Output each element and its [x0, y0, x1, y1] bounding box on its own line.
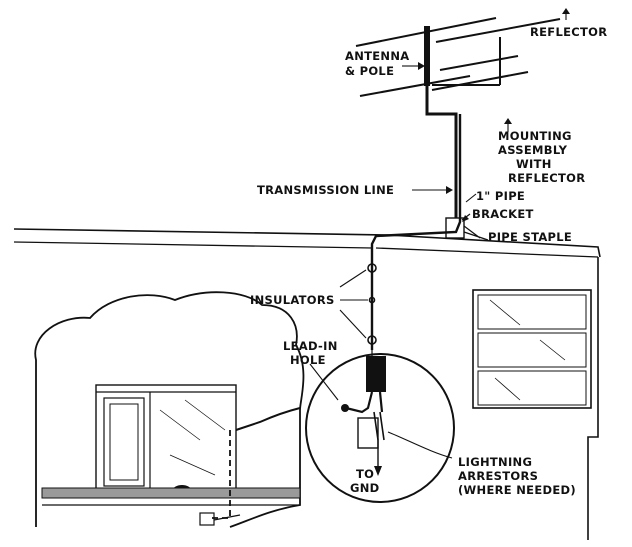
- label-reflector-2: REFLECTOR: [508, 171, 585, 185]
- label-mounting: MOUNTING: [498, 129, 572, 143]
- label-bracket: BRACKET: [472, 207, 534, 221]
- label-where-needed: (WHERE NEEDED): [458, 483, 576, 497]
- roof-line: [13, 228, 601, 258]
- label-transmission-line: TRANSMISSION LINE: [257, 183, 394, 197]
- label-with: WITH: [516, 157, 552, 171]
- window-glint: [489, 299, 566, 401]
- label-insulators: INSULATORS: [250, 293, 335, 307]
- label-lightning: LIGHTNING: [458, 455, 532, 469]
- label-pipe-staple: PIPE STAPLE: [488, 230, 572, 244]
- floor-gravel: [41, 487, 301, 499]
- label-hole: HOLE: [290, 353, 326, 367]
- ground-box: [199, 512, 215, 526]
- lead-cable-bundle: [366, 356, 386, 392]
- mast: [425, 86, 458, 218]
- cabinet-body: [95, 384, 237, 491]
- arrestor-box: [357, 417, 379, 449]
- house-right-wall: [587, 257, 599, 540]
- detail-circle: [305, 353, 455, 503]
- antenna-pole: [424, 26, 430, 86]
- window-pane-2: [477, 332, 587, 368]
- antenna-element-upper: [355, 17, 497, 47]
- antenna: [355, 17, 561, 350]
- window: [472, 289, 592, 409]
- window-pane-1: [477, 294, 587, 330]
- ground-run-indoor: [212, 430, 231, 519]
- label-antenna: ANTENNA: [345, 49, 409, 63]
- insulator-upper: [367, 263, 377, 273]
- window-pane-3: [477, 370, 587, 406]
- leaders: [309, 8, 570, 459]
- lead-in-hole: [341, 404, 349, 412]
- reflector-element-upper: [435, 18, 561, 43]
- transmission-line: [370, 114, 462, 350]
- to-gnd-arrow: [374, 466, 382, 476]
- bracket: [445, 217, 465, 239]
- label-pipe: 1" PIPE: [476, 189, 525, 203]
- bush-outline: [34, 291, 305, 528]
- label-arrestors: ARRESTORS: [458, 469, 538, 483]
- label-assembly: ASSEMBLY: [498, 143, 568, 157]
- label-reflector: REFLECTOR: [530, 25, 607, 39]
- cutaway-interior: [34, 291, 305, 528]
- reflector-element-lower: [431, 71, 529, 91]
- labels: REFLECTOR ANTENNA & POLE MOUNTING ASSEMB…: [250, 25, 607, 497]
- label-pole: & POLE: [345, 64, 394, 78]
- window-frame: [472, 289, 592, 409]
- tv-cabinet: [95, 384, 237, 495]
- cabinet-door: [103, 397, 145, 487]
- label-lead-in: LEAD-IN: [283, 339, 338, 353]
- indoor-lead-wire: [235, 407, 301, 431]
- detail-circle-outline: [305, 353, 455, 503]
- insulator-middle: [368, 296, 376, 304]
- antenna-element-lower: [359, 75, 471, 97]
- label-gnd: GND: [350, 481, 380, 495]
- roof-edge-lower: [13, 241, 599, 258]
- insulator-lower: [367, 335, 377, 345]
- label-to: TO: [356, 467, 374, 481]
